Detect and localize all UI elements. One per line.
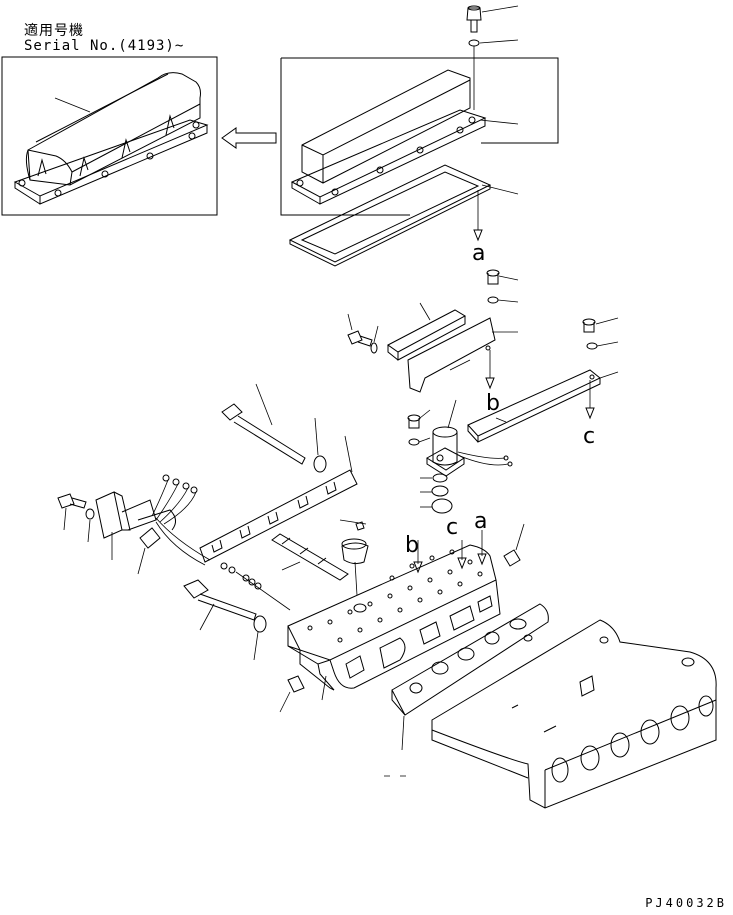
replacement-arrow bbox=[221, 127, 277, 149]
bracket-bolt-left bbox=[347, 313, 379, 354]
detail-letter-a-top: a bbox=[472, 241, 485, 266]
long-bolt-lower bbox=[183, 579, 267, 661]
valve-body bbox=[287, 530, 501, 701]
inset-box-new-cover bbox=[1, 56, 218, 216]
drawing-code: PJ40032B bbox=[645, 896, 727, 910]
detail-letter-c-right: c bbox=[583, 424, 595, 449]
cover-gasket bbox=[288, 164, 519, 267]
inset-box-old-cover bbox=[280, 57, 559, 216]
right-strip-assembly bbox=[467, 317, 619, 443]
detail-letter-b-mid: b bbox=[486, 391, 500, 416]
applicable-serial-heading: 適用号機 bbox=[24, 23, 84, 39]
valve-gasket bbox=[391, 603, 549, 751]
harness-bracket bbox=[387, 302, 518, 393]
valve-spool bbox=[271, 519, 369, 613]
notched-plate bbox=[199, 435, 358, 563]
small-pins bbox=[220, 562, 291, 611]
side-plug bbox=[503, 523, 525, 567]
detail-letter-b-body: b bbox=[405, 533, 419, 558]
bracket-bolt-upper bbox=[486, 269, 519, 304]
drain-plug bbox=[279, 675, 305, 713]
wiring-connector bbox=[57, 474, 211, 575]
solenoid-valve bbox=[407, 399, 513, 514]
detail-letter-a-body: a bbox=[474, 509, 487, 534]
detail-letter-c-body: c bbox=[446, 515, 458, 540]
serial-number-label: Serial No.(4193)~ bbox=[24, 38, 185, 54]
long-mounting-bolt bbox=[221, 383, 327, 473]
cover-bolt bbox=[466, 5, 519, 110]
transmission-case bbox=[431, 619, 717, 809]
